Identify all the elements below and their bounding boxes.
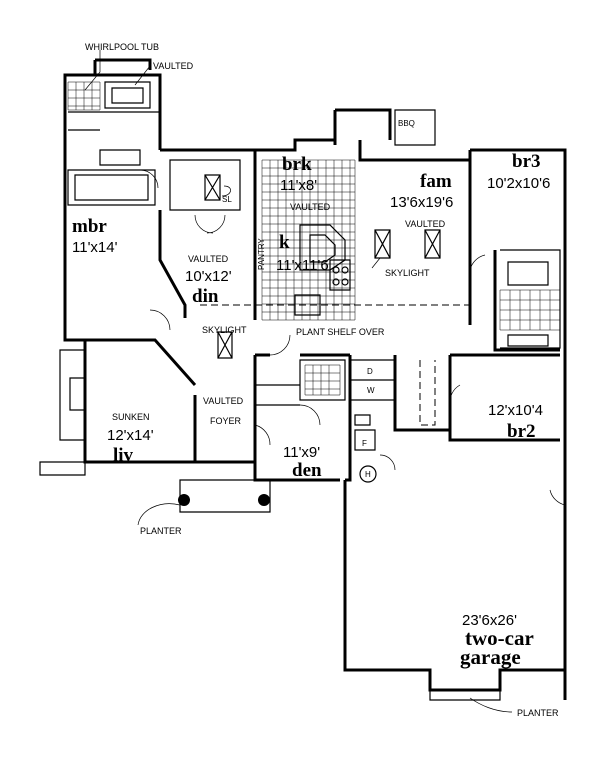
planter-dot-left xyxy=(178,494,190,506)
din-size: 10'x12' xyxy=(185,268,232,285)
washer-label: W xyxy=(367,386,375,395)
tile-grid-bath xyxy=(67,81,561,396)
leader-planter-right xyxy=(469,697,513,713)
skylight-fam-label: SKYLIGHT xyxy=(385,268,430,278)
brk-vaulted: VAULTED xyxy=(290,202,331,212)
br3-name: br3 xyxy=(512,151,541,172)
k-size: 11'x11'6 xyxy=(276,257,329,274)
mbr-size: 11'x14' xyxy=(72,239,118,256)
din-name: din xyxy=(192,286,219,307)
furnace-label: F xyxy=(362,439,367,448)
door-swings xyxy=(139,169,566,506)
garage-line1: two-car xyxy=(465,626,534,650)
kitchen-counters xyxy=(294,224,351,316)
fam-name: fam xyxy=(420,171,452,192)
planter-dot-right xyxy=(258,494,270,506)
water-heater-label: H xyxy=(365,470,371,479)
sl-label: SL xyxy=(222,195,232,204)
den-size: 11'x9' xyxy=(283,444,320,461)
bbq-label: BBQ xyxy=(398,119,415,128)
skylights xyxy=(204,174,441,359)
leader-whirlpool xyxy=(84,50,101,91)
brk-size: 11'x8' xyxy=(280,177,317,194)
fam-vaulted: VAULTED xyxy=(405,219,446,229)
skylight-din-label: SKYLIGHT xyxy=(202,325,247,335)
foyer-label: FOYER xyxy=(210,416,242,426)
leader-planter-left xyxy=(137,503,181,526)
mbr-name: mbr xyxy=(72,216,107,237)
leader-vaulted-top xyxy=(134,65,151,86)
k-name: k xyxy=(279,232,290,253)
din-vaulted: VAULTED xyxy=(188,254,229,264)
den-name: den xyxy=(292,460,322,481)
liv-size: 12'x14' xyxy=(107,427,154,444)
br2-name: br2 xyxy=(507,421,536,442)
br2-size: 12'x10'4 xyxy=(488,402,543,419)
planter-left-label: PLANTER xyxy=(140,526,182,536)
pantry-label: PANTRY xyxy=(257,238,266,270)
foyer-vaulted-label: VAULTED xyxy=(203,396,244,406)
plant-shelf-label: PLANT SHELF OVER xyxy=(296,327,385,337)
garage-size: 23'6x26' xyxy=(462,612,517,629)
soffit-line-right xyxy=(419,360,436,426)
leader-skylight xyxy=(371,257,381,269)
tile-grid-brk xyxy=(261,159,356,321)
fam-size: 13'6x19'6 xyxy=(390,194,453,211)
garage-line2: garage xyxy=(460,645,521,669)
walls xyxy=(63,58,567,700)
vaulted-top-label: VAULTED xyxy=(153,61,194,71)
liv-name: liv xyxy=(113,445,134,466)
planter-right-label: PLANTER xyxy=(517,708,559,718)
water-heater-symbol xyxy=(359,465,377,483)
whirlpool-tub-label: WHIRLPOOL TUB xyxy=(85,42,159,52)
br3-size: 10'2x10'6 xyxy=(487,175,550,192)
dryer-label: D xyxy=(367,367,373,376)
leader-sl xyxy=(221,185,231,197)
sunken-label: SUNKEN xyxy=(112,412,150,422)
brk-name: brk xyxy=(282,154,312,175)
